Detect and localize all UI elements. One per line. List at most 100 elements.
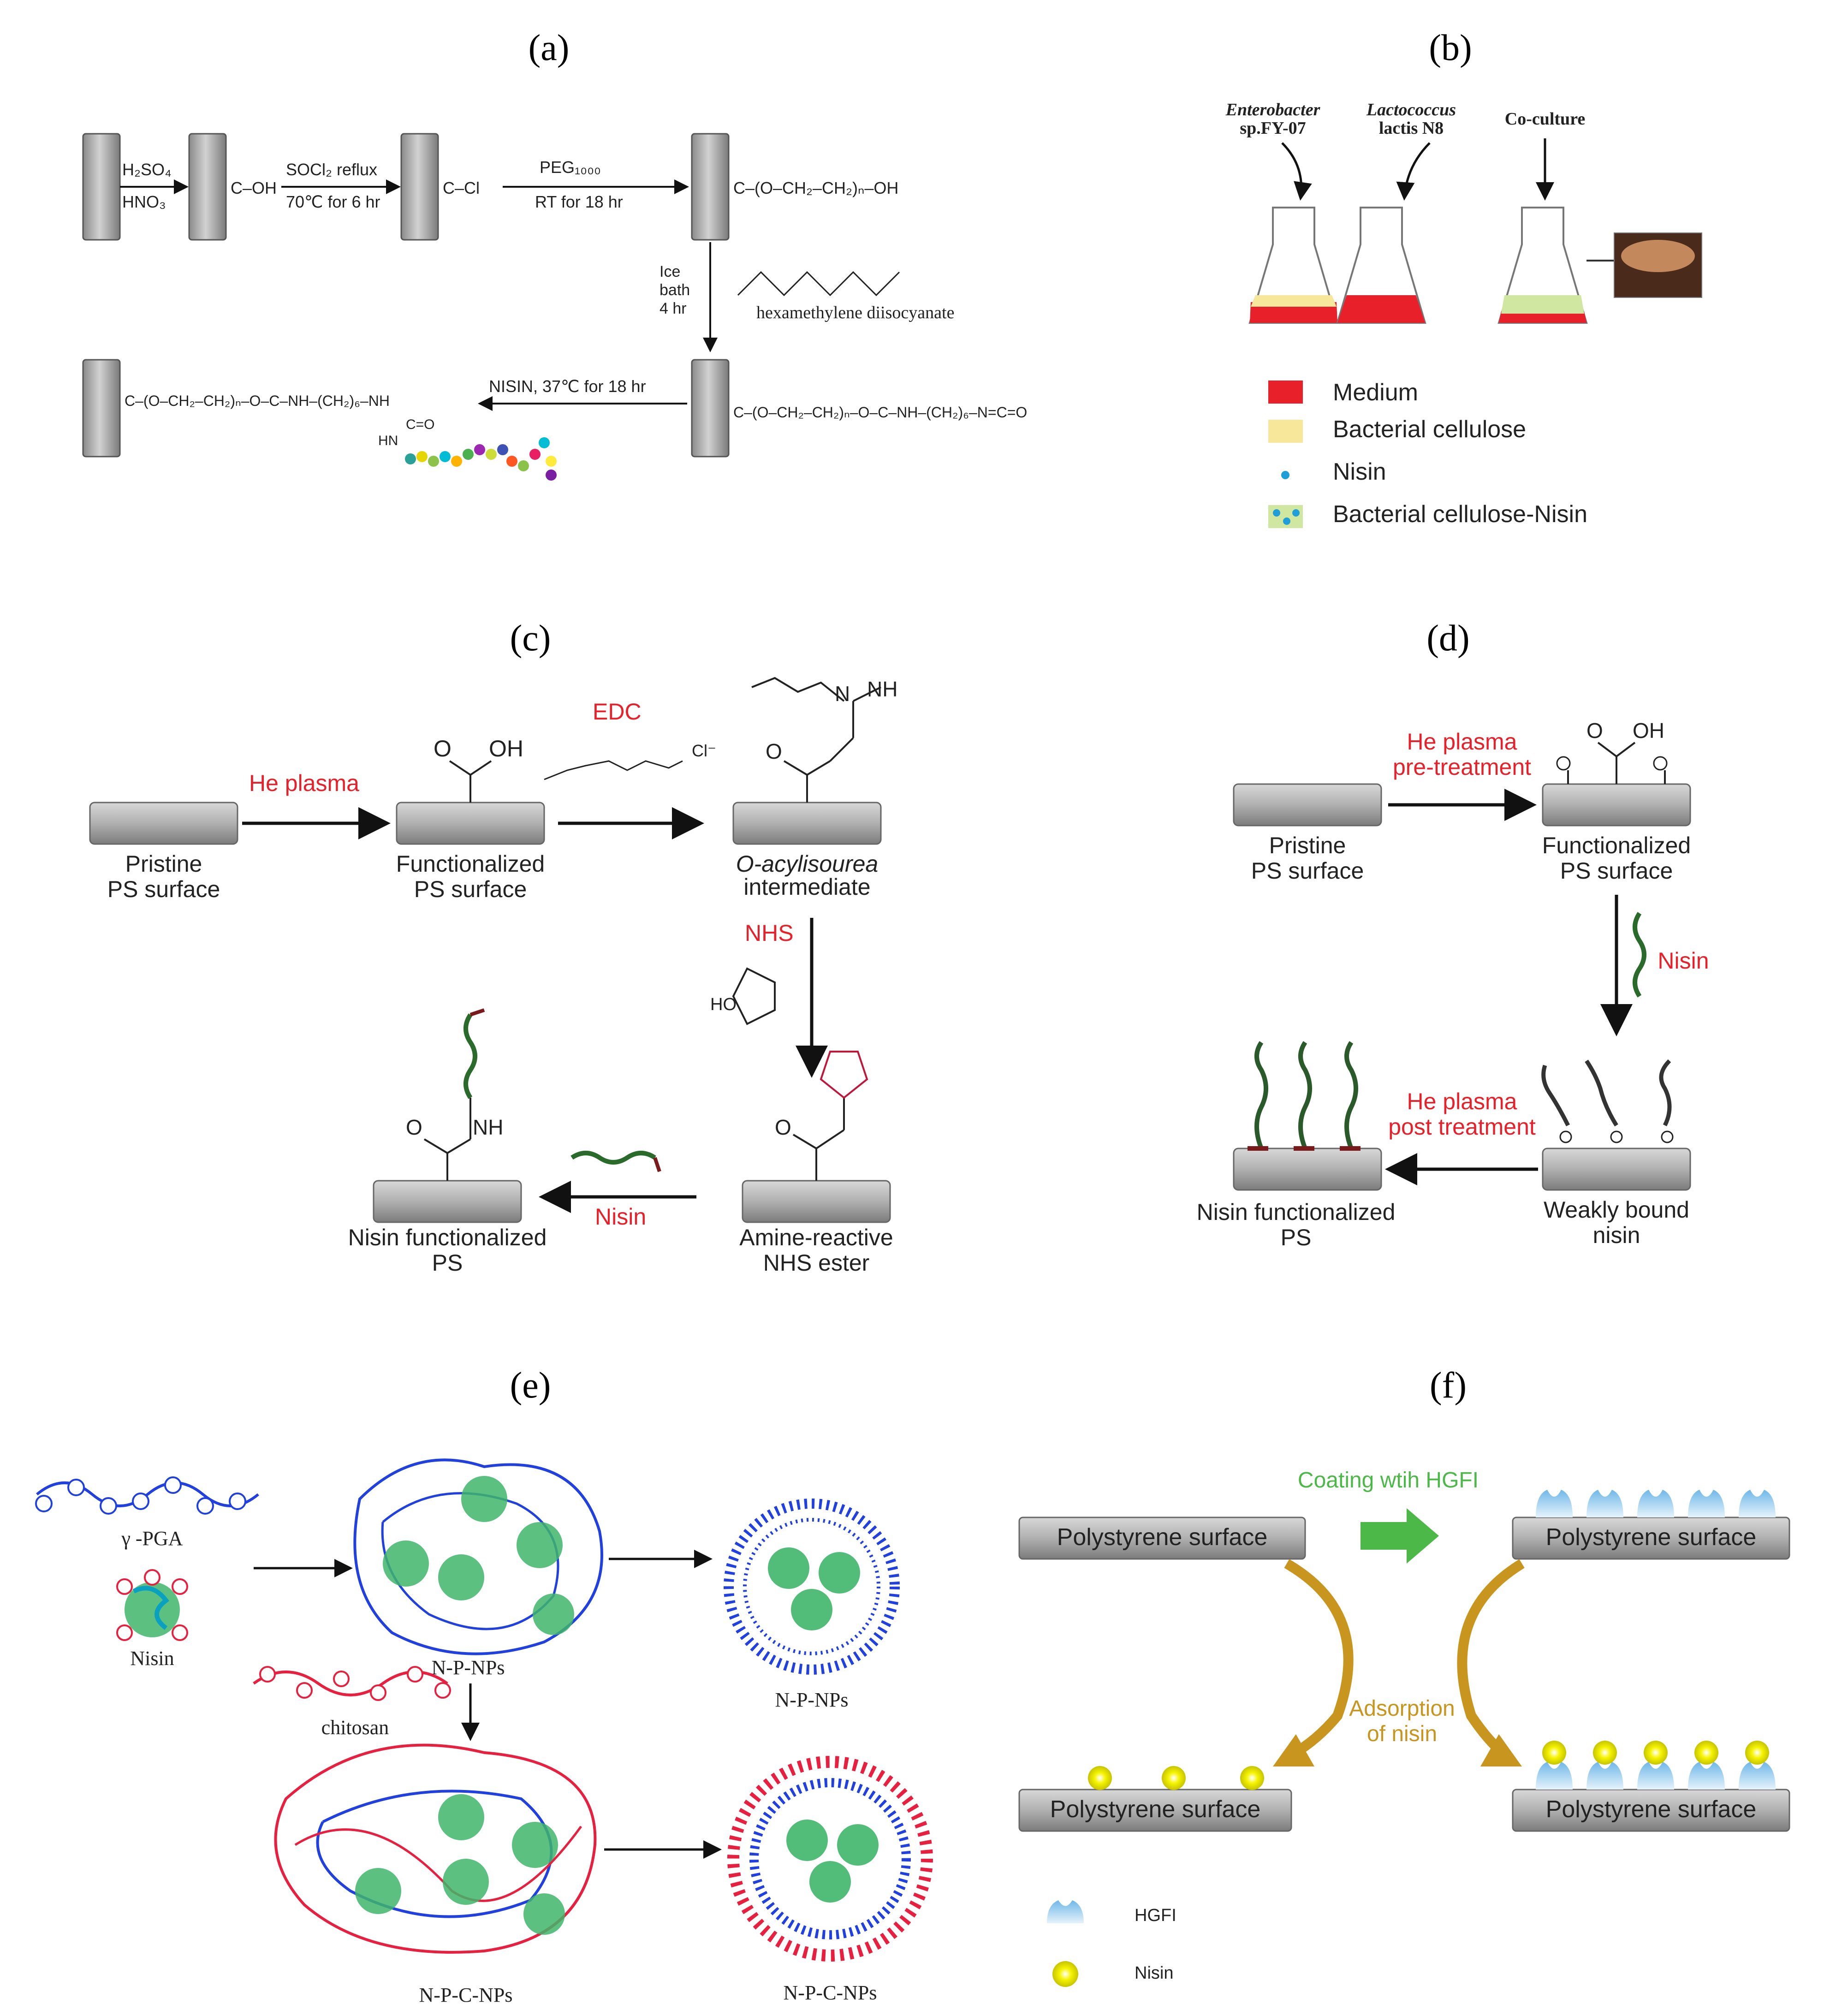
cnt-slab-2 <box>188 133 227 241</box>
surface-label-tr: Polystyrene surface <box>1546 1524 1757 1551</box>
ps-slab-d-functionalized <box>1542 783 1691 827</box>
panel-b-label: (b) <box>1429 28 1472 68</box>
ps-slab-d-weak <box>1542 1148 1691 1191</box>
legend-nisin-icon <box>1052 1961 1078 1987</box>
func-label-c-1: Functionalized <box>396 851 545 877</box>
weak-radicals <box>1559 1130 1674 1143</box>
legend-medium-swatch <box>1268 381 1303 404</box>
ps-slab-d-nisin <box>1233 1148 1382 1191</box>
strain2-label-1: Lactococcus <box>1366 100 1456 119</box>
chain-left: C–(O–CH₂–CH₂)ₙ–O–C–NH–(CH₂)₆–NH <box>125 392 390 409</box>
cnt-slab-6 <box>82 359 121 458</box>
weak-nisin-peptides <box>1541 1059 1672 1127</box>
npc-nps-mid-label: N-P-C-NPs <box>419 1984 513 2006</box>
nhs-ester-label-2: NHS ester <box>763 1250 870 1276</box>
cnt-slab-3 <box>400 133 439 241</box>
coating-arrow <box>1361 1508 1439 1564</box>
reagent-socl2: SOCl₂ reflux <box>286 160 377 179</box>
surface-label-bl: Polystyrene surface <box>1050 1796 1261 1823</box>
edc-cl: Cl⁻ <box>692 741 716 760</box>
npc-nps-particle-right <box>727 1756 933 1962</box>
nisin-ps-label-d-1: Nisin functionalized <box>1197 1199 1396 1225</box>
adsorption-label-2: of nisin <box>1367 1722 1437 1746</box>
ice-label-2: bath <box>659 281 690 299</box>
nisin-balls-br <box>1542 1741 1769 1765</box>
np-nps-right-label: N-P-NPs <box>775 1689 849 1711</box>
weak-label-2: nisin <box>1593 1222 1640 1248</box>
nisin-peptide-d-arrow <box>1633 912 1646 998</box>
he-plasma-label-c: He plasma <box>249 770 359 796</box>
legend-nisin-swatch <box>1281 471 1289 479</box>
post-treatment-label-2: post treatment <box>1388 1114 1536 1140</box>
legend-bc-swatch <box>1268 420 1303 443</box>
ps-slab-d-pristine <box>1233 783 1382 827</box>
bound-nisin-peptides <box>1254 1041 1358 1149</box>
surface-label-tl: Polystyrene surface <box>1057 1524 1268 1551</box>
pre-treatment-label-1: He plasma <box>1407 729 1517 755</box>
surface-label-br: Polystyrene surface <box>1546 1796 1757 1823</box>
cooh-group: C–OH <box>231 178 277 197</box>
flask-enterobacter <box>1248 207 1339 324</box>
amide-nh: NH <box>473 1115 503 1139</box>
nhs-ho: HO <box>710 995 737 1014</box>
adsorption-arrow-right <box>1457 1559 1525 1761</box>
legend-bcn: Bacterial cellulose-Nisin <box>1333 501 1587 528</box>
arrow-b2 <box>1396 142 1431 201</box>
legend-bcn-dot-2 <box>1283 517 1290 525</box>
nhs-ester-label-1: Amine-reactive <box>739 1225 893 1250</box>
reagent-h2so4: H₂SO₄ <box>122 160 172 179</box>
nisin-ps-label-c-2: PS <box>432 1250 463 1276</box>
amide-structure <box>423 1098 471 1181</box>
ps-slab-pristine <box>89 802 238 845</box>
np-nps-mid-label: N-P-NPs <box>432 1656 505 1679</box>
cocl-group: C–Cl <box>443 178 480 197</box>
panel-b: (b) Enterobacter Lactococcus sp.FY-07 la… <box>1225 28 1702 528</box>
panel-f: (f) Coating wtih HGFI Polystyrene surfac… <box>1018 1365 1790 1987</box>
npc-nps-right-label: N-P-C-NPs <box>784 1981 877 2004</box>
np-nps-particle-right <box>724 1499 900 1675</box>
cooh-o-c: O <box>434 736 452 761</box>
nhs-ester-o: O <box>775 1115 791 1139</box>
panel-e: (e) γ -PGA Nisin <box>35 1365 933 2006</box>
cooh-structure-c <box>449 760 492 803</box>
panel-d: (d) He plasma pre-treatment He plasma po… <box>1197 618 1709 1250</box>
legend-medium: Medium <box>1333 379 1418 406</box>
hdi-structure <box>737 271 900 297</box>
ps-slab-oacyl <box>732 802 882 845</box>
nisin-ps-label-c-1: Nisin functionalized <box>348 1225 547 1250</box>
amide-o: O <box>406 1115 422 1139</box>
legend-bcn-dot-3 <box>1292 509 1300 517</box>
legend-hgfi-label: HGFI <box>1135 1906 1176 1925</box>
pre-treatment-label-2: pre-treatment <box>1393 754 1531 780</box>
cnt-slab-5 <box>691 359 730 458</box>
hn-label: HN <box>378 433 398 448</box>
legend-hgfi-icon <box>1047 1900 1084 1923</box>
coculture-label: Co-culture <box>1505 109 1586 129</box>
nisin-label-e: Nisin <box>130 1647 174 1670</box>
adsorption-arrow-left <box>1284 1559 1354 1762</box>
np-nps-complex-mid <box>353 1458 603 1655</box>
hdi-label: hexamethylene diisocyanate <box>756 303 954 322</box>
cooh-oh-c: OH <box>489 736 523 761</box>
flask-coculture <box>1497 207 1588 324</box>
strain2-label-2: lactis N8 <box>1379 119 1444 138</box>
nisin-protein-e <box>116 1569 188 1641</box>
c-eq-o: C=O <box>406 417 435 432</box>
nisin-bead-chain <box>405 437 557 481</box>
oacyl-structure <box>751 677 881 803</box>
nisin-peptide-c-horizontal <box>570 1151 661 1172</box>
peg-chain: C–(O–CH₂–CH₂)ₙ–OH <box>733 178 898 197</box>
oacyl-o: O <box>766 739 782 763</box>
reagent-rt: RT for 18 hr <box>535 192 623 211</box>
nisin-ps-label-d-2: PS <box>1281 1225 1312 1250</box>
func-label-d-2: PS surface <box>1560 858 1673 884</box>
cooh-oh-d: OH <box>1633 719 1664 743</box>
post-treatment-label-1: He plasma <box>1407 1088 1517 1114</box>
ice-label-1: Ice <box>659 263 680 280</box>
legend-bcn-dot-1 <box>1273 509 1280 517</box>
hgfi-layer-tr <box>1536 1490 1776 1517</box>
reagent-70c: 70℃ for 6 hr <box>286 192 380 211</box>
nisin-label-c: Nisin <box>595 1204 646 1230</box>
ice-label-3: 4 hr <box>659 300 687 317</box>
hgfi-layer-br <box>1536 1762 1776 1790</box>
